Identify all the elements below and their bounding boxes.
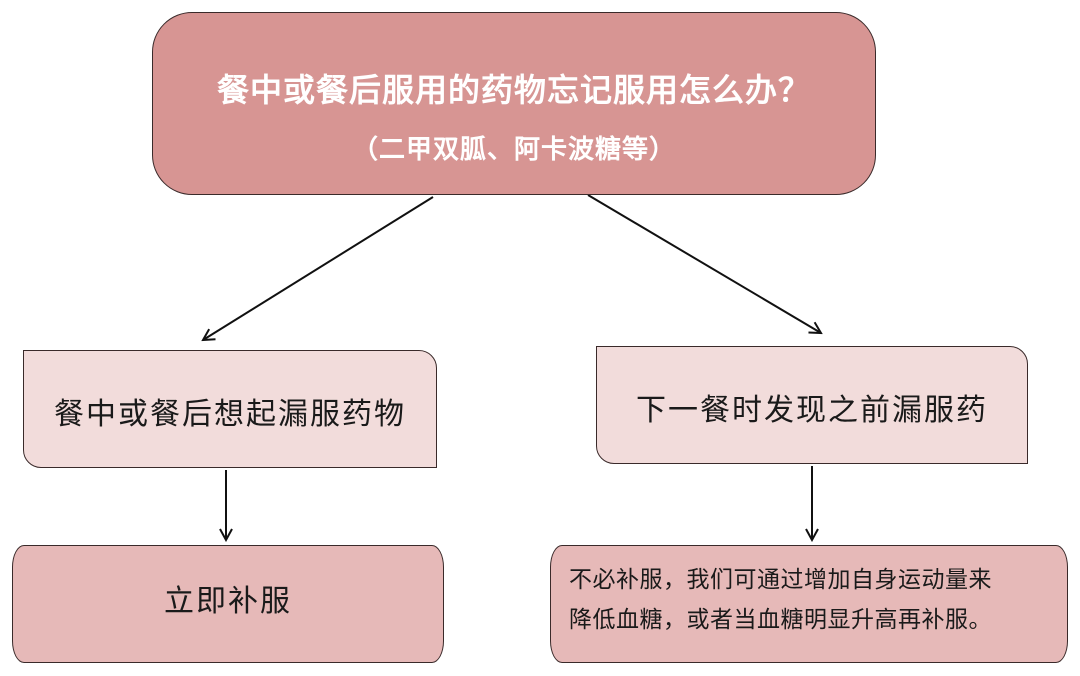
action-text-right-line2: 降低血糖，或者当血糖明显升高再补服。 [569,607,992,633]
condition-box-left: 餐中或餐后想起漏服药物 [23,350,437,468]
question-title: 餐中或餐后服用的药物忘记服用怎么办？ [216,71,811,109]
condition-label-right: 下一餐时发现之前漏服药 [636,393,988,428]
condition-label-left: 餐中或餐后想起漏服药物 [54,397,406,432]
action-box-right: 不必补服，我们可通过增加自身运动量来 降低血糖，或者当血糖明显升高再补服。 [550,545,1068,663]
action-label-left: 立即补服 [164,584,292,619]
action-text-right-line1: 不必补服，我们可通过增加自身运动量来 [569,567,992,593]
question-box: 餐中或餐后服用的药物忘记服用怎么办？ （二甲双胍、阿卡波糖等） [152,12,876,195]
condition-box-right: 下一餐时发现之前漏服药 [596,346,1028,464]
action-box-left: 立即补服 [12,545,444,663]
action-text-right: 不必补服，我们可通过增加自身运动量来 降低血糖，或者当血糖明显升高再补服。 [569,560,1053,640]
question-subtitle: （二甲双胍、阿卡波糖等） [351,135,676,165]
arrow-to-left-branch [203,196,434,340]
arrow-to-right-branch [587,194,821,333]
